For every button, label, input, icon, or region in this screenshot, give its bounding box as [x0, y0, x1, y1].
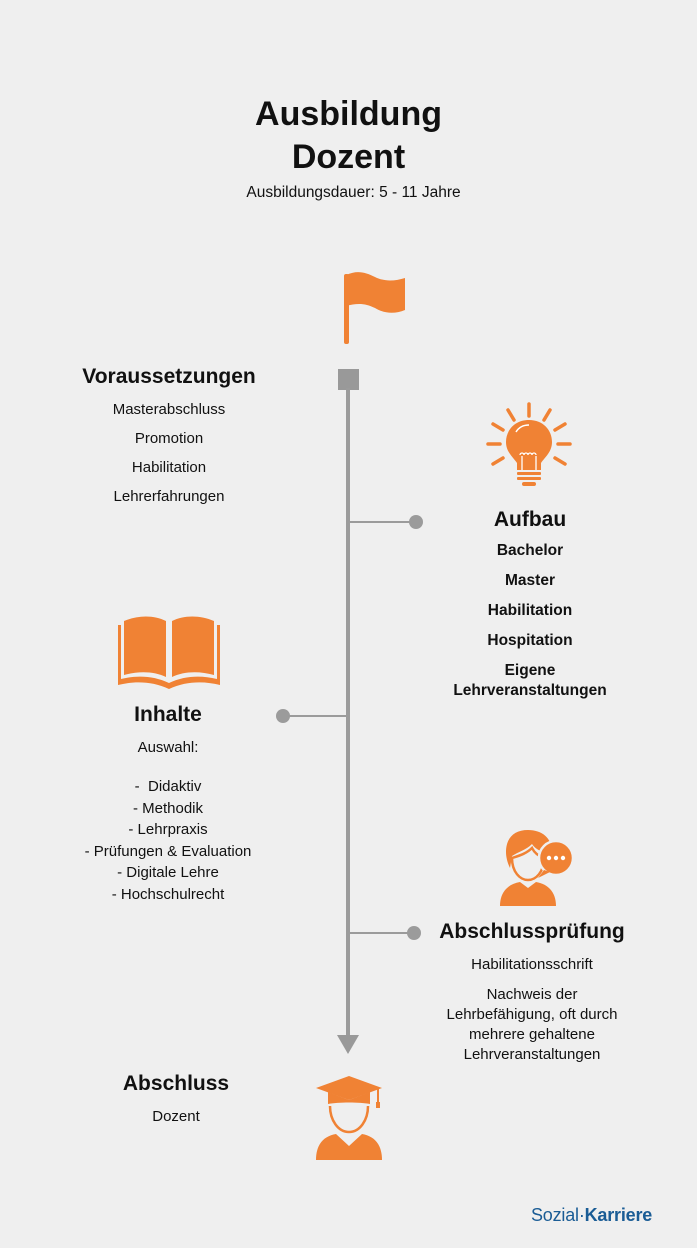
- timeline-arrow-down: [337, 1035, 359, 1054]
- intro-text: Auswahl:: [137, 739, 199, 756]
- title-line-1: Ausbildung: [255, 95, 442, 133]
- branch-dot-abschlusspruefung: [407, 926, 421, 940]
- list-item: Habilitation: [131, 459, 207, 476]
- logo-text-part1: Sozial·: [531, 1205, 585, 1225]
- section-heading: Abschluss: [122, 1072, 230, 1095]
- section-abschlusspruefung: Abschlussprüfung Habilitationsschrift Na…: [422, 920, 642, 1065]
- list-item: Habilitation: [487, 602, 573, 619]
- title-line-2: Dozent: [291, 138, 406, 176]
- list-item: - Didaktiv: [134, 778, 202, 795]
- note-line: mehrere gehaltene: [469, 1026, 595, 1043]
- list-item: - Lehrpraxis: [128, 821, 208, 839]
- list-item: Hospitation: [487, 632, 573, 649]
- logo-text-part2: Karriere: [584, 1205, 653, 1225]
- section-heading: Inhalte: [134, 703, 202, 726]
- list-item: Habilitationsschrift: [471, 956, 593, 973]
- branch-connector-abschlusspruefung: [350, 932, 412, 934]
- list-item: - Hochschulrecht: [111, 885, 225, 903]
- graduate-icon: [314, 1074, 384, 1160]
- list-item: Master: [505, 572, 555, 589]
- section-aufbau: Aufbau Bachelor Master Habilitation Hosp…: [420, 508, 640, 700]
- note-line: Nachweis der: [486, 986, 578, 1003]
- list-item: Promotion: [134, 430, 204, 447]
- open-book-icon: [116, 613, 222, 689]
- list-item: - Methodik: [132, 799, 204, 817]
- list-item: Masterabschluss: [112, 401, 226, 418]
- timeline-start-marker: [338, 369, 359, 390]
- branch-connector-aufbau: [350, 521, 414, 523]
- section-voraussetzungen: Voraussetzungen Masterabschluss Promotio…: [58, 365, 280, 505]
- branch-connector-inhalte: [283, 715, 347, 717]
- list-item: Lehrerfahrungen: [113, 488, 225, 505]
- list-item: - Digitale Lehre: [117, 864, 219, 882]
- list-item: Bachelor: [496, 542, 564, 559]
- section-abschluss: Abschluss Dozent: [66, 1072, 286, 1125]
- section-heading: Abschlussprüfung: [439, 920, 625, 943]
- section-inhalte: Inhalte Auswahl: - Didaktiv - Methodik -…: [58, 703, 278, 906]
- person-speech-bubble-icon: [494, 826, 576, 906]
- lightbulb-icon: [486, 402, 572, 488]
- duration-subtitle: Ausbildungsdauer: 5 - 11 Jahre: [246, 184, 461, 201]
- timeline-line: [346, 388, 350, 1040]
- flag-icon: [343, 270, 407, 346]
- list-item: Eigene: [504, 662, 556, 679]
- section-heading: Voraussetzungen: [82, 365, 256, 388]
- page-title: Ausbildung Dozent: [0, 93, 697, 179]
- section-heading: Aufbau: [493, 508, 567, 531]
- list-item: Dozent: [152, 1108, 200, 1125]
- list-item: Lehrveranstaltungen: [453, 682, 607, 699]
- note-line: Lehrveranstaltungen: [463, 1046, 601, 1063]
- branch-dot-aufbau: [409, 515, 423, 529]
- note-line: Lehrbefähigung, oft durch: [446, 1006, 618, 1023]
- sozial-karriere-logo: Sozial·Karriere: [531, 1205, 652, 1226]
- list-item: - Prüfungen & Evaluation: [84, 842, 252, 860]
